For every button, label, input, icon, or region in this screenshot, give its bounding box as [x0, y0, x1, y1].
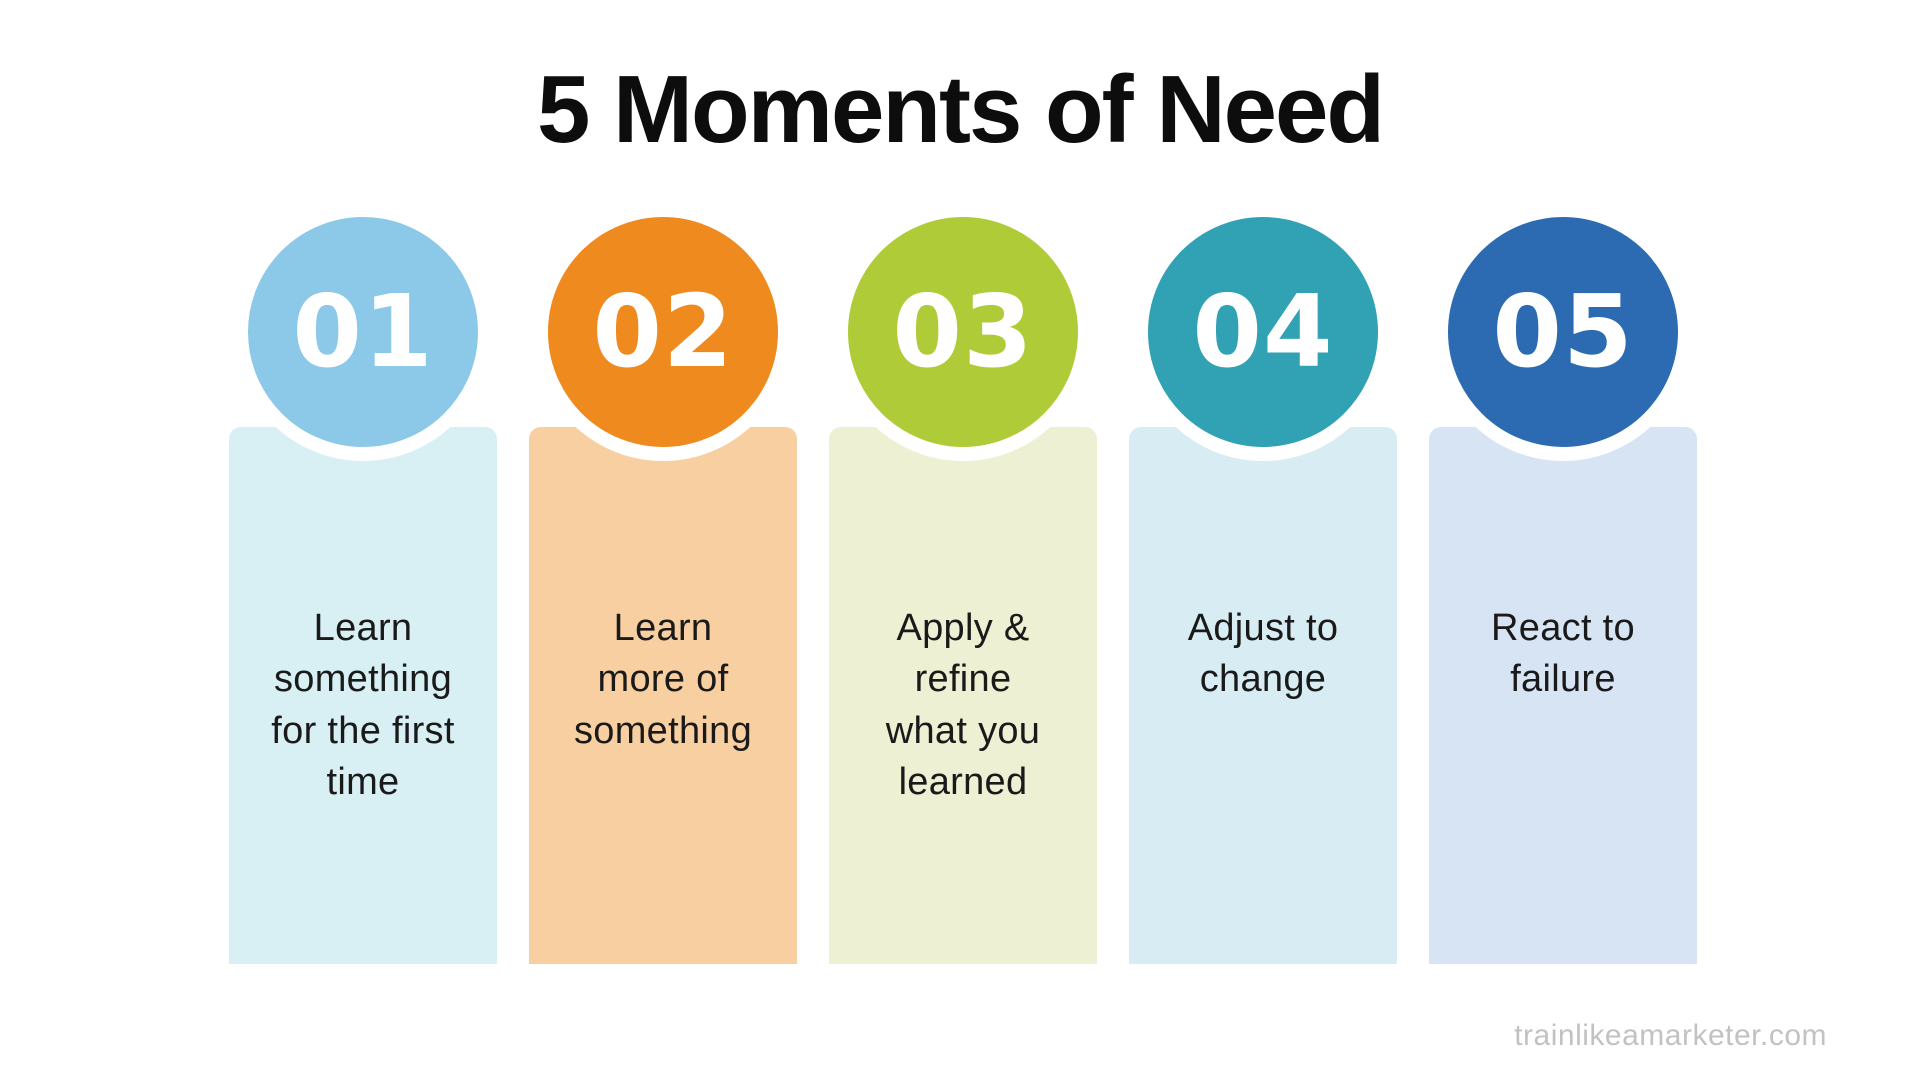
step-1-label: Learn something for the first time: [271, 607, 455, 803]
step-1-panel: [229, 427, 497, 964]
step-2: Learn more of something 02: [529, 203, 797, 964]
step-3-panel: [829, 427, 1097, 964]
step-5: React to failure 05: [1429, 203, 1697, 964]
step-2-number-circle: 02: [534, 203, 792, 461]
step-5-label: React to failure: [1491, 607, 1635, 701]
step-2-panel: [529, 427, 797, 964]
page-title: 5 Moments of Need: [536, 56, 1385, 163]
step-4-label: Adjust to change: [1187, 607, 1339, 701]
step-1: Learn something for the first time 01: [229, 203, 497, 964]
step-3-number: 03: [892, 273, 1034, 390]
step-3-label: Apply & refine what you learned: [885, 607, 1041, 803]
step-5-number: 05: [1492, 273, 1634, 390]
step-5-number-circle: 05: [1434, 203, 1692, 461]
watermark-text: trainlikeamarketer.com: [1514, 1019, 1827, 1052]
step-4: Adjust to change 04: [1129, 203, 1397, 964]
step-5-panel: [1429, 427, 1697, 964]
step-1-number: 01: [292, 273, 434, 390]
step-3: Apply & refine what you learned 03: [829, 203, 1097, 964]
step-2-number: 02: [592, 273, 734, 390]
step-4-panel: [1129, 427, 1397, 964]
step-3-number-circle: 03: [834, 203, 1092, 461]
step-4-number: 04: [1192, 273, 1334, 390]
step-2-label: Learn more of something: [573, 607, 753, 752]
steps-row: Learn something for the first time 01 Le…: [229, 203, 1697, 964]
step-1-number-circle: 01: [234, 203, 492, 461]
step-4-number-circle: 04: [1134, 203, 1392, 461]
